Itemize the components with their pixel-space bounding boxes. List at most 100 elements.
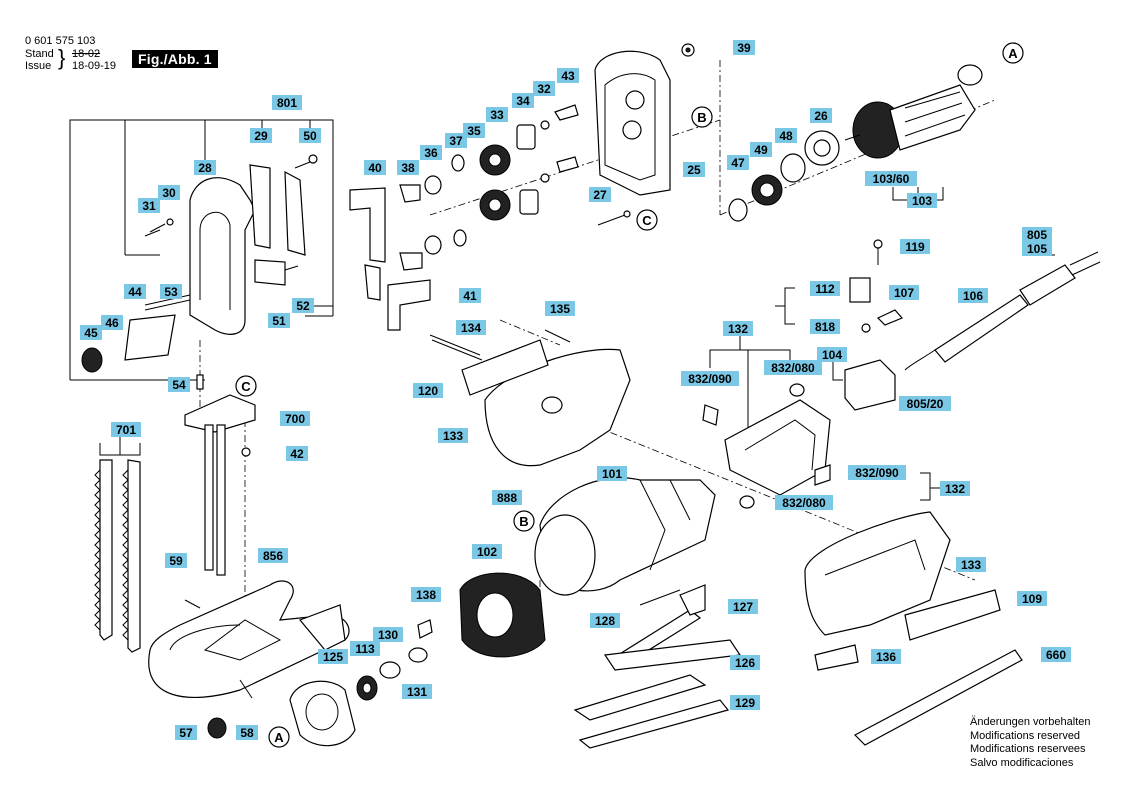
callout-labels: 801 29 50 28 30 31 53 44 46 45 52 51 54 … (80, 40, 1071, 740)
note-spanish: Salvo modificaciones (970, 756, 1074, 769)
marker-a-top: A (1008, 46, 1018, 61)
header-part-number: 0 601 575 103 (25, 35, 96, 47)
callout-27: 27 (593, 188, 607, 202)
callout-26: 26 (814, 109, 828, 123)
callout-32: 32 (537, 82, 551, 96)
header-stand-label: Stand (25, 48, 54, 60)
switch-slider (573, 584, 742, 749)
callout-58: 58 (240, 726, 254, 740)
callout-125: 125 (323, 650, 343, 664)
callout-41: 41 (463, 289, 477, 303)
callout-105: 105 (1027, 242, 1047, 256)
callout-28: 28 (198, 161, 212, 175)
callout-25: 25 (687, 163, 701, 177)
marker-a-bottom: A (274, 730, 284, 745)
callout-138: 138 (416, 588, 436, 602)
callout-40: 40 (368, 161, 382, 175)
callout-818: 818 (815, 320, 835, 334)
callout-132-top: 132 (728, 322, 748, 336)
callout-36: 36 (424, 146, 438, 160)
callout-101: 101 (602, 467, 622, 481)
callout-43: 43 (561, 69, 575, 83)
side-cover (804, 511, 1023, 746)
callout-42: 42 (290, 447, 304, 461)
armature (728, 64, 983, 222)
callout-132-bottom: 132 (945, 482, 965, 496)
marker-c-left: C (241, 379, 251, 394)
callout-102: 102 (477, 545, 497, 559)
note-french: Modifications reservees (970, 743, 1086, 755)
callout-801: 801 (277, 96, 297, 110)
top-cover (429, 329, 631, 467)
blade-guide-cover (81, 154, 318, 390)
callout-46: 46 (105, 316, 119, 330)
bearing-and-cover (289, 647, 428, 747)
callout-832-090-bottom: 832/090 (855, 466, 899, 480)
base-plate (148, 580, 350, 739)
callout-103: 103 (912, 194, 932, 208)
header-brace: } (58, 45, 66, 70)
callout-30: 30 (162, 186, 176, 200)
callout-50: 50 (303, 129, 317, 143)
callout-48: 48 (779, 129, 793, 143)
callout-805-20: 805/20 (907, 397, 944, 411)
callout-31: 31 (142, 199, 156, 213)
header-stand-value: 18-02 (72, 48, 101, 60)
header-issue-value: 18-09-19 (72, 60, 117, 72)
callout-107: 107 (894, 286, 914, 300)
gear-parts (144, 104, 631, 331)
callout-104: 104 (822, 348, 842, 362)
callout-39: 39 (737, 41, 751, 55)
motor-housing (534, 477, 716, 596)
callout-119: 119 (905, 240, 925, 254)
header-issue-label: Issue (25, 60, 52, 72)
callout-35: 35 (467, 124, 481, 138)
callout-53: 53 (164, 285, 178, 299)
callout-127: 127 (733, 600, 753, 614)
callout-45: 45 (84, 326, 98, 340)
callout-856: 856 (263, 549, 283, 563)
marker-c-top: C (642, 213, 652, 228)
callout-51: 51 (272, 314, 286, 328)
callout-106: 106 (963, 289, 983, 303)
callout-54: 54 (172, 378, 186, 392)
callout-112: 112 (815, 282, 835, 296)
marker-b-middle: B (519, 514, 528, 529)
callout-29: 29 (254, 129, 268, 143)
callout-33: 33 (490, 108, 504, 122)
callout-660: 660 (1046, 648, 1066, 662)
blade-holder (184, 394, 256, 576)
callout-44: 44 (128, 285, 142, 299)
figure-label: Fig./Abb. 1 (132, 50, 218, 68)
reference-markers: A B C C B A (235, 42, 1024, 748)
saw-blades (94, 459, 141, 653)
callout-109: 109 (1022, 592, 1042, 606)
switch-housing (702, 383, 831, 509)
callout-133-top: 133 (443, 429, 463, 443)
callout-49: 49 (754, 143, 768, 157)
callout-37: 37 (449, 134, 463, 148)
note-english: Modifications reserved (970, 729, 1081, 742)
callout-131: 131 (407, 685, 427, 699)
callout-832-080-bottom: 832/080 (782, 496, 826, 510)
callout-133-bottom: 133 (961, 558, 981, 572)
callout-128: 128 (595, 614, 615, 628)
callout-888: 888 (497, 491, 517, 505)
switch-and-cable (844, 239, 1101, 411)
callout-103-60: 103/60 (873, 172, 910, 186)
callout-129: 129 (735, 696, 755, 710)
gear-housing (594, 43, 695, 196)
callout-34: 34 (516, 94, 530, 108)
callout-38: 38 (401, 161, 415, 175)
callout-134: 134 (461, 321, 481, 335)
callout-57: 57 (179, 726, 193, 740)
callout-701: 701 (116, 423, 136, 437)
callout-59: 59 (169, 554, 183, 568)
note-german: Änderungen vorbehalten (970, 716, 1091, 728)
callout-832-080-top: 832/080 (771, 361, 815, 375)
callout-832-090-top: 832/090 (688, 372, 732, 386)
callout-136: 136 (876, 650, 896, 664)
callout-52: 52 (296, 299, 310, 313)
callout-805: 805 (1027, 228, 1047, 242)
